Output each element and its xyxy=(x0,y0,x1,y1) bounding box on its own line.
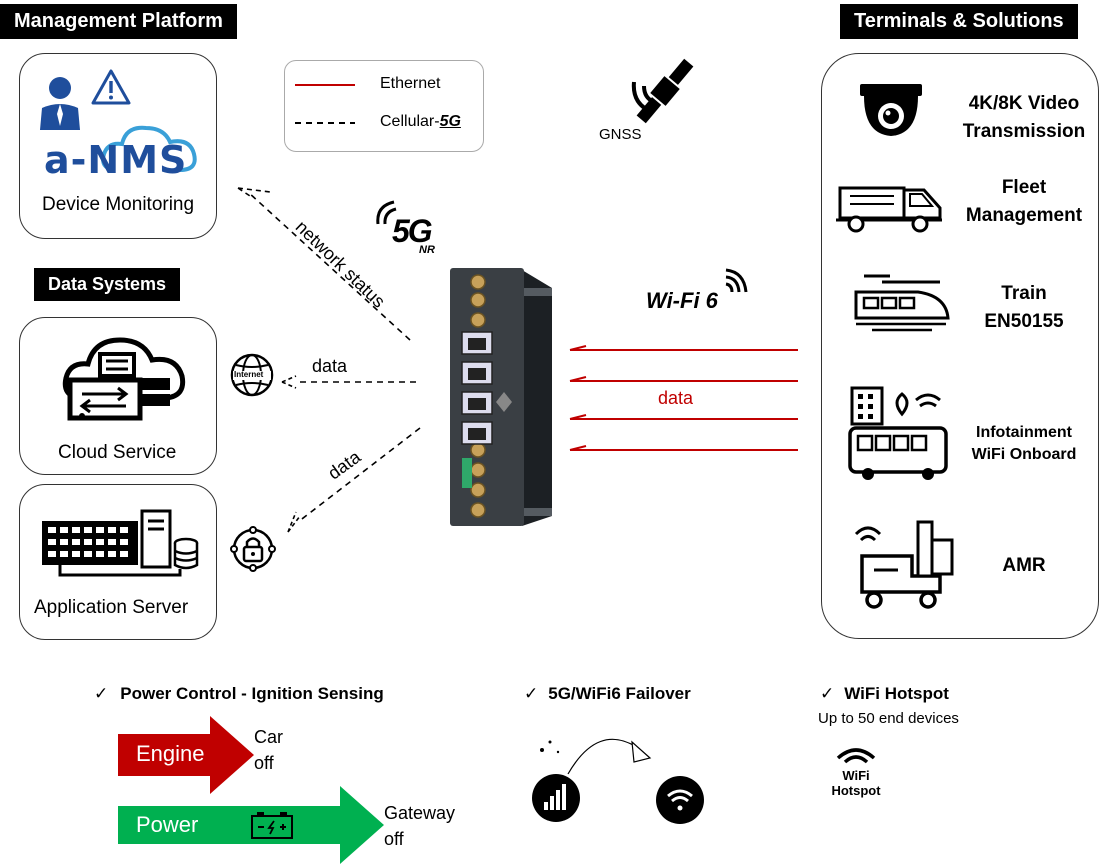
terminals-solutions-header: Terminals & Solutions xyxy=(840,4,1078,39)
wifi-hotspot-waves-icon xyxy=(836,748,876,764)
cloud-service-label: Cloud Service xyxy=(58,442,177,463)
internet-globe-icon xyxy=(230,353,274,397)
train-line1: Train xyxy=(1001,283,1047,304)
gateway-off-line1: Gateway xyxy=(384,803,456,823)
data-internet-arrowhead xyxy=(281,375,297,389)
data-internet-label: data xyxy=(312,356,348,376)
satellite-icon xyxy=(631,58,694,124)
admin-user-icon xyxy=(40,77,80,130)
gateway-router-device xyxy=(450,268,552,526)
check-icon: ✓ xyxy=(94,684,109,703)
wifi-hotspot-title: ✓ WiFi Hotspot xyxy=(820,684,949,704)
failover-text: 5G/WiFi6 Failover xyxy=(548,684,691,703)
car-off-line2: off xyxy=(254,753,274,773)
bus-wifi-icon xyxy=(848,386,948,480)
power-control-title: ✓ Power Control - Ignition Sensing xyxy=(94,684,384,704)
network-status-arrowhead xyxy=(237,187,271,197)
data-systems-header: Data Systems xyxy=(34,268,181,301)
cloud-server-icon xyxy=(62,337,186,421)
amr-robot-icon xyxy=(854,520,954,609)
internet-icon-text: Internet xyxy=(234,370,264,379)
train-label: Train EN50155 xyxy=(950,280,1098,336)
engine-label: Engine xyxy=(136,741,205,766)
wifi-hotspot-text: WiFi Hotspot xyxy=(844,684,949,703)
wifi6-logo: Wi-Fi 6 xyxy=(646,288,718,313)
car-off-line1: Car xyxy=(254,727,284,747)
check-icon: ✓ xyxy=(524,684,539,703)
truck-icon xyxy=(836,186,942,233)
failover-icon xyxy=(532,738,704,824)
hotspot-icon-line2: Hotspot xyxy=(831,783,881,798)
power-control-text: Power Control - Ignition Sensing xyxy=(120,684,384,703)
5g-badge: 5G xyxy=(392,213,433,249)
engine-arrow xyxy=(118,716,254,794)
power-label: Power xyxy=(136,812,199,837)
car-off-label: Car off xyxy=(254,724,283,776)
battery-icon xyxy=(251,812,293,839)
check-icon: ✓ xyxy=(820,684,835,703)
ethernet-lines xyxy=(569,345,798,451)
video-transmission-label: 4K/8K Video Transmission xyxy=(950,90,1098,146)
failover-title: ✓ 5G/WiFi6 Failover xyxy=(524,684,691,704)
video-line2: Transmission xyxy=(962,121,1086,142)
nms-logo: a-NMS xyxy=(44,138,188,182)
terminals-box xyxy=(821,53,1099,639)
legend-box: Ethernet Cellular-5G xyxy=(284,60,484,152)
amr-label: AMR xyxy=(1002,555,1046,576)
application-server-icon xyxy=(42,509,199,577)
cellular-legend-line xyxy=(295,122,355,124)
management-platform-header: Management Platform xyxy=(0,4,237,39)
device-monitoring-box[interactable]: a-NMS Device Monitoring xyxy=(19,53,217,239)
fleet-line1: Fleet xyxy=(1001,177,1047,198)
signal-waves-icon xyxy=(376,200,397,225)
data-app-line xyxy=(297,427,421,523)
legend-cellular-label: Cellular-5G xyxy=(380,113,461,131)
nms-cloud-icon xyxy=(101,125,197,172)
hotspot-icon-line1: WiFi xyxy=(842,768,870,783)
fleet-management-label: Fleet Management xyxy=(950,174,1098,230)
train-icon xyxy=(854,274,950,332)
network-status-line xyxy=(247,191,411,341)
gateway-off-line2: off xyxy=(384,829,404,849)
train-line2: EN50155 xyxy=(984,311,1064,332)
gateway-off-label: Gateway off xyxy=(384,800,455,852)
info-line2: WiFi Onboard xyxy=(971,446,1077,463)
cloud-service-box[interactable]: Cloud Service xyxy=(19,317,217,475)
data-ethernet-label: data xyxy=(658,388,694,408)
info-line1: Infotainment xyxy=(976,424,1072,441)
security-lock-icon xyxy=(230,526,276,572)
wifi-hotspot-icon-text: WiFi Hotspot xyxy=(826,768,886,798)
data-app-arrowhead xyxy=(287,511,301,533)
legend-cellular-5g: 5G xyxy=(439,113,461,130)
ethernet-legend-line xyxy=(295,84,355,86)
fleet-line2: Management xyxy=(965,205,1083,226)
infotainment-label: Infotainment WiFi Onboard xyxy=(954,422,1094,466)
application-server-box[interactable]: Application Server xyxy=(19,484,217,640)
device-monitoring-label: Device Monitoring xyxy=(42,194,195,215)
warning-icon xyxy=(91,69,131,105)
camera-icon xyxy=(860,84,922,136)
video-line1: 4K/8K Video xyxy=(968,93,1080,114)
legend-cellular-prefix: Cellular- xyxy=(380,113,440,130)
wifi6-waves-icon xyxy=(725,268,748,293)
wifi-hotspot-subtitle: Up to 50 end devices xyxy=(818,710,959,727)
gnss-label: GNSS xyxy=(599,126,642,143)
nr-badge: NR xyxy=(419,244,435,256)
legend-ethernet-label: Ethernet xyxy=(380,75,441,92)
application-server-label: Application Server xyxy=(34,597,189,618)
